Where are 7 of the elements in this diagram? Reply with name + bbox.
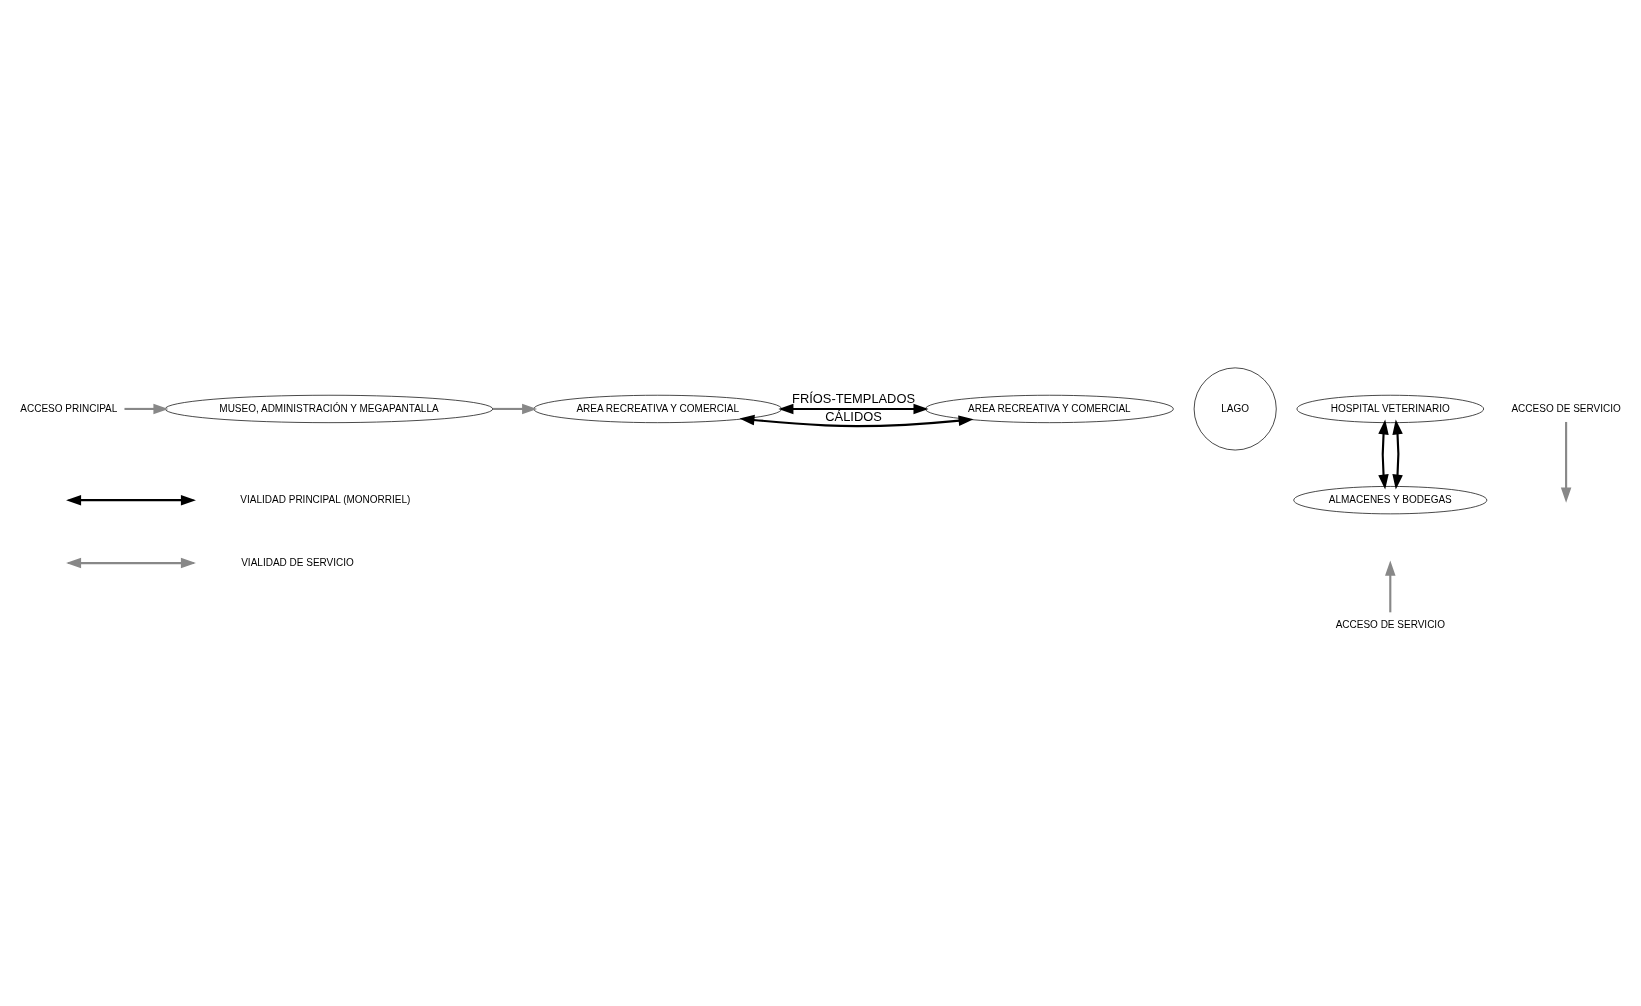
node-text: ACCESO PRINCIPAL	[20, 402, 118, 414]
node-text: ACCESO DE SERVICIO	[1511, 402, 1621, 414]
legend-label: VIALIDAD DE SERVICIO	[241, 556, 354, 568]
node-text: ACCESO DE SERVICIO	[1335, 618, 1445, 630]
edge-label: CÁLIDOS	[825, 409, 882, 425]
legend-label: VIALIDAD PRINCIPAL (MONORRIEL)	[240, 493, 411, 505]
edge-label: FRÍOS-TEMPLADOS	[792, 390, 916, 406]
